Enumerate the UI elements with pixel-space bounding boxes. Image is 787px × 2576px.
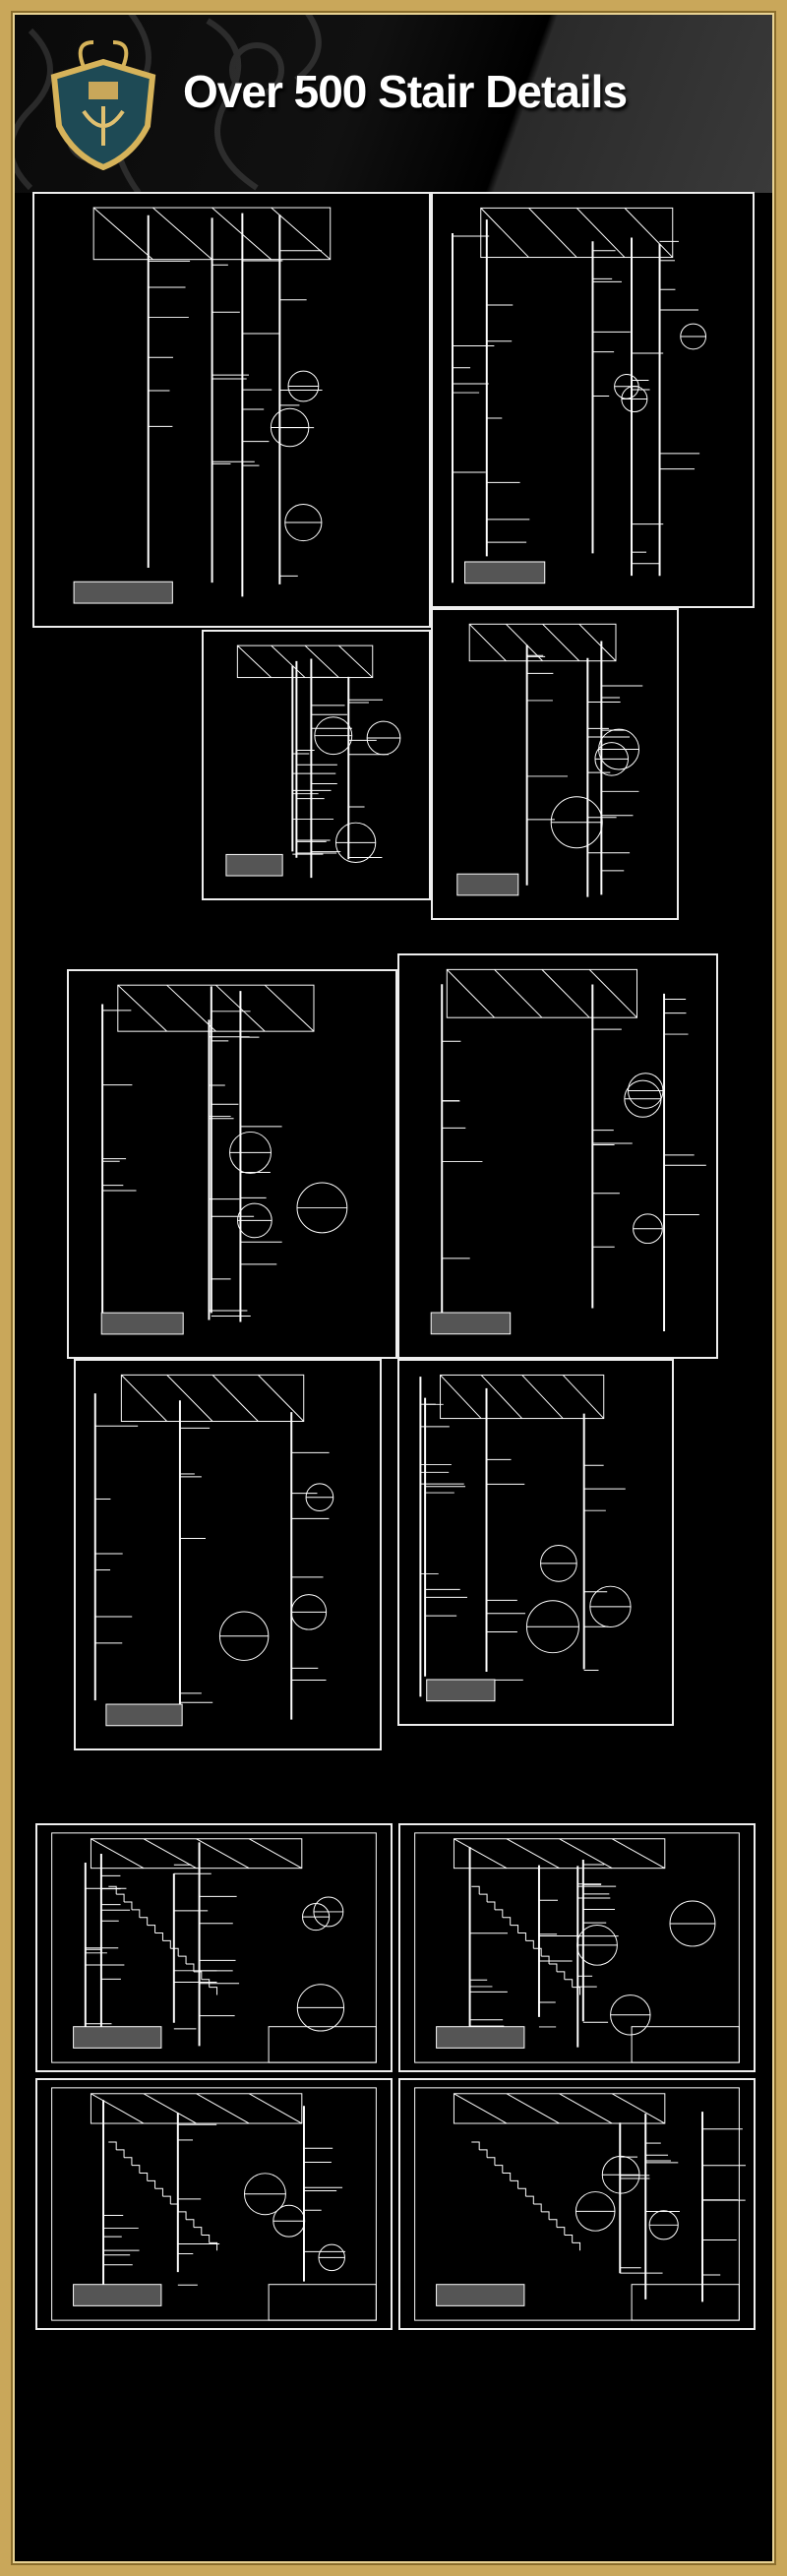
cad-drawing xyxy=(93,1374,334,1727)
page-title: Over 500 Stair Details xyxy=(183,66,628,117)
railing-detail-1 xyxy=(32,192,431,628)
railing-detail-2 xyxy=(431,192,755,608)
railing-detail-6 xyxy=(397,953,718,1359)
railing-detail-5 xyxy=(67,969,397,1359)
cad-drawing xyxy=(73,207,332,604)
crest-logo-icon xyxy=(50,40,156,170)
cad-drawing xyxy=(225,644,401,879)
spiral-stair-3 xyxy=(35,2078,393,2330)
railing-detail-3 xyxy=(202,630,431,900)
spiral-stair-1 xyxy=(35,1823,393,2072)
cad-drawing xyxy=(419,1374,632,1702)
cad-drawing xyxy=(51,1832,377,2063)
cad-drawing xyxy=(414,1832,740,2063)
cad-drawing xyxy=(452,207,707,584)
railing-detail-4 xyxy=(431,608,679,920)
spiral-stair-4 xyxy=(398,2078,756,2330)
cad-drawing xyxy=(100,984,348,1335)
spiral-stair-2 xyxy=(398,1823,756,2072)
railing-detail-7 xyxy=(74,1359,382,1750)
railing-detail-8 xyxy=(397,1359,674,1726)
cad-drawing xyxy=(430,968,706,1335)
cad-drawing xyxy=(51,2087,377,2321)
cad-drawing xyxy=(414,2087,746,2321)
cad-drawing xyxy=(456,623,643,897)
